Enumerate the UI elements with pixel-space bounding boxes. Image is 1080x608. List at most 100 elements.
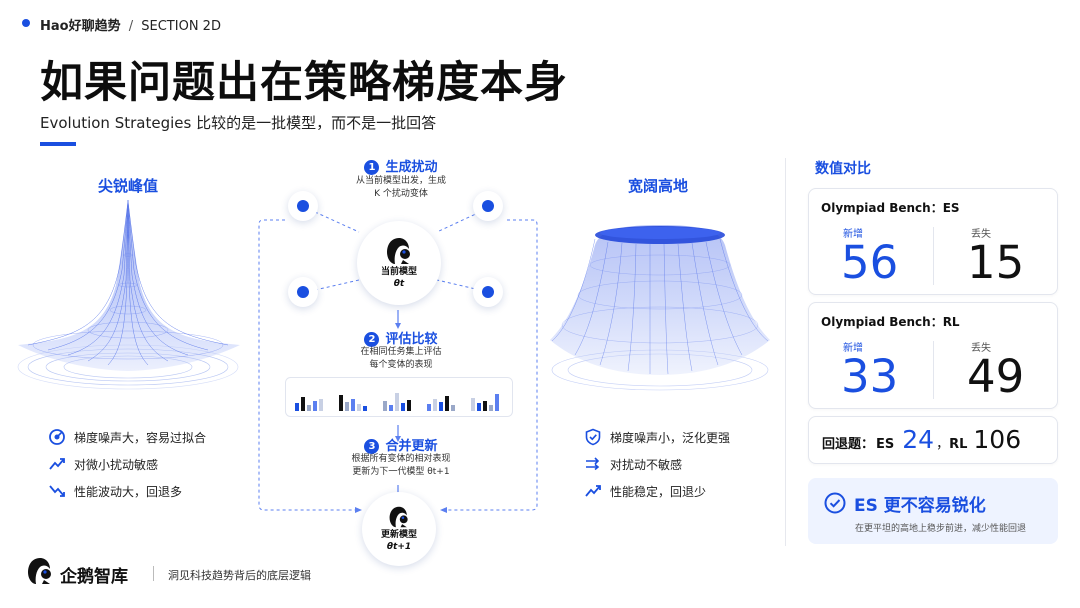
step-3-desc: 根据所有变体的相对表现 更新为下一代模型 θt+1 (330, 453, 472, 479)
broad-plateau-mesh (550, 225, 770, 391)
sharp-peak-feature-list: 梯度噪声大，容易过拟合 对微小扰动敏感 性能波动大，回退多 (48, 426, 206, 502)
es-stats-card: Olympiad Bench：ES 新增 56 丢失 15 (808, 188, 1058, 295)
eval-bar (313, 401, 317, 411)
sharp-feature-2-text: 对微小扰动敏感 (74, 457, 159, 472)
regression-rl-label: RL (949, 437, 968, 452)
es-card-title: Olympiad Bench：ES (821, 201, 960, 215)
eval-bar (407, 400, 411, 411)
eval-bar (383, 401, 387, 411)
brand-name: Hao好聊趋势 (40, 19, 121, 34)
eval-bar (427, 404, 431, 411)
perturbation-node-bottom-right (473, 277, 503, 307)
rl-card-title: Olympiad Bench：RL (821, 315, 960, 329)
regression-es-label: ES (876, 437, 895, 452)
broad-plateau-heading: 宽阔高地 (628, 177, 689, 195)
trend-up-icon (585, 485, 601, 497)
eval-bar (301, 397, 305, 411)
perturbation-node-top-right (473, 191, 503, 221)
current-model-label: 当前模型 (380, 267, 417, 277)
plateau-feature-3-text: 性能稳定，回退少 (610, 484, 707, 499)
es-loss-label: 丢失 (971, 229, 991, 240)
evaluation-bar-strip (285, 377, 513, 417)
step-3-title-text: 合并更新 (385, 439, 438, 454)
regression-row: 回退题： ES 24 ， RL 106 (822, 425, 1021, 455)
step-2-desc: 在相同任务集上评估 每个变体的表现 (340, 346, 462, 372)
step-1-desc: 从当前模型出发，生成 K 个扰动变体 (340, 175, 462, 201)
step-2-desc-line-2: 每个变体的表现 (369, 360, 433, 370)
rl-gain-label: 新增 (843, 343, 863, 354)
check-circle-icon (824, 492, 846, 514)
sharp-peak-mesh (17, 199, 240, 390)
current-model-node: 当前模型 θt (357, 221, 441, 305)
comparison-heading: 数值对比 (815, 161, 871, 177)
shield-check-icon (585, 428, 601, 446)
regression-es-value: 24 (902, 425, 935, 454)
footer-separator (153, 566, 154, 581)
breadcrumb: Hao好聊趋势 / SECTION 2D (40, 15, 221, 34)
eval-bar (439, 402, 443, 411)
regression-rl-value: 106 (973, 425, 1022, 454)
es-loss-value: 15 (967, 236, 1025, 289)
plateau-feature-2-text: 对扰动不敏感 (610, 457, 683, 472)
step-3-desc-line-2: 更新为下一代模型 θt+1 (352, 467, 450, 477)
target-icon (49, 429, 65, 445)
step-2-desc-line-1: 在相同任务集上评估 (360, 347, 442, 357)
eval-bar (495, 394, 499, 411)
eval-bar (345, 402, 349, 411)
page-title: 如果问题出在策略梯度本身 (40, 58, 568, 108)
eval-bar (307, 405, 311, 411)
trend-up-icon (49, 458, 65, 470)
eval-bar (363, 406, 367, 411)
footer-brand: 企鹅智库 (60, 567, 128, 587)
eval-bar (451, 405, 455, 411)
callout-desc: 在更平坦的高地上稳步前进，减少性能回退 (855, 524, 1027, 534)
callout-title: ES 更不容易锐化 (854, 496, 986, 516)
next-model-node: 更新模型 θt+1 (362, 492, 436, 566)
eval-bar (395, 393, 399, 411)
plateau-feature-1-text: 梯度噪声小，泛化更强 (610, 430, 731, 445)
sharp-feature-1-text: 梯度噪声大，容易过拟合 (74, 430, 207, 445)
plateau-feature-3: 性能稳定，回退少 (584, 480, 730, 502)
penguin-logo-icon (28, 558, 51, 584)
eval-bar (401, 403, 405, 411)
panel-divider (785, 158, 786, 546)
breadcrumb-separator: / (128, 19, 134, 34)
es-gain-value: 56 (841, 236, 899, 289)
step-3-number: 3 (364, 439, 380, 454)
regression-card: 回退题： ES 24 ， RL 106 (808, 416, 1058, 464)
rl-loss-value: 49 (967, 350, 1025, 403)
eval-bar (471, 398, 475, 411)
step-1-desc-line-2: K 个扰动变体 (374, 189, 428, 199)
eval-bar (351, 399, 355, 411)
sharp-feature-3-text: 性能波动大，回退多 (74, 484, 183, 499)
es-gain-label: 新增 (843, 229, 863, 240)
regression-label: 回退题： (822, 437, 875, 452)
eval-bar (445, 396, 449, 411)
eval-bar (489, 405, 493, 411)
penguin-logo-icon (387, 238, 410, 264)
eval-bar (483, 401, 487, 411)
perturbation-node-top-left (288, 191, 318, 221)
sharp-feature-2: 对微小扰动敏感 (48, 453, 206, 475)
conclusion-callout: ES 更不容易锐化 在更平坦的高地上稳步前进，减少性能回退 (808, 478, 1058, 544)
rl-gain-value: 33 (841, 350, 899, 403)
section-label: SECTION 2D (141, 19, 221, 34)
penguin-logo-icon (389, 506, 408, 528)
perturbation-node-bottom-left (288, 277, 318, 307)
step-2-number: 2 (364, 332, 380, 347)
eval-bar (477, 403, 481, 411)
step-3-desc-line-1: 根据所有变体的相对表现 (351, 454, 451, 464)
sharp-peak-heading: 尖锐峰值 (98, 177, 159, 195)
page-subtitle: Evolution Strategies 比较的是一批模型，而不是一批回答 (40, 114, 437, 132)
arrows-right-icon (586, 457, 600, 471)
next-model-symbol: θt+1 (386, 542, 412, 552)
rl-card-divider (933, 341, 934, 399)
eval-bar (389, 405, 393, 411)
step-1-desc-line-1: 从当前模型出发，生成 (355, 176, 446, 186)
rl-stats-card: Olympiad Bench：RL 新增 33 丢失 49 (808, 302, 1058, 409)
eval-bar (339, 395, 343, 411)
next-model-label: 更新模型 (380, 530, 417, 540)
accent-bar (40, 142, 76, 146)
plateau-feature-1: 梯度噪声小，泛化更强 (584, 426, 730, 448)
